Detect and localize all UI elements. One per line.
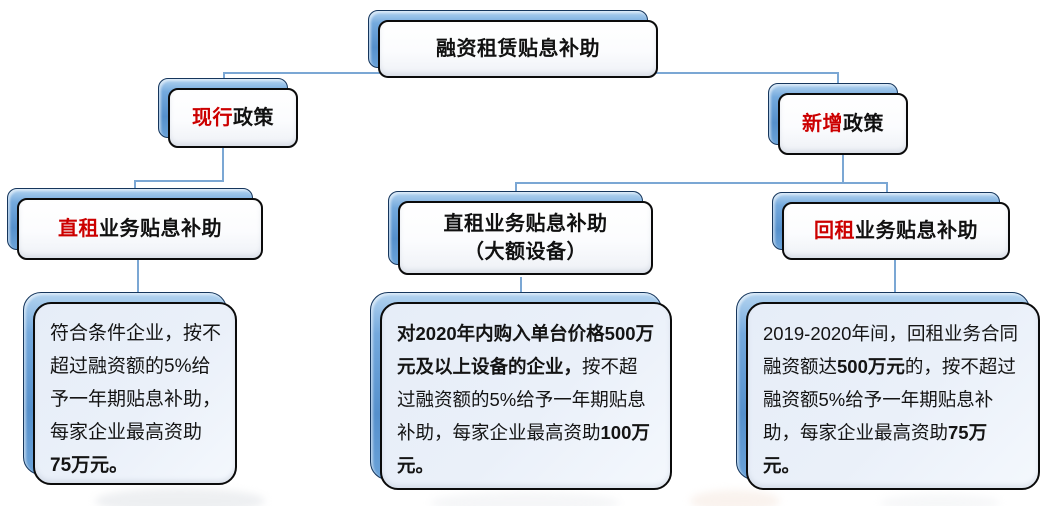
node-face: 回租业务贴息补助 — [782, 202, 1010, 260]
sale-leaseback-label: 回租业务贴息补助 — [814, 217, 978, 245]
connector-leaseback-to-detail — [894, 260, 896, 294]
connector-direct-to-detail — [137, 260, 139, 298]
node-face: 2019-2020年间，回租业务合同融资额达500万元的，按不超过融资额5%给予… — [746, 302, 1040, 490]
node-direct-lease-large: 直租业务贴息补助 （大额设备） — [388, 191, 653, 275]
reflection-shape — [95, 488, 265, 506]
connector-root-to-new — [837, 72, 839, 87]
sale-leaseback-rest: 业务贴息补助 — [855, 220, 978, 242]
connector-large-to-detail — [520, 277, 522, 298]
reflection-shape — [430, 492, 620, 506]
direct-lease-label: 直租业务贴息补助 — [58, 215, 222, 243]
node-direct-lease: 直租业务贴息补助 — [7, 188, 263, 260]
connector-new-down — [842, 155, 844, 184]
node-face: 融资租赁贴息补助 — [378, 20, 658, 78]
connector-current-to-direct — [134, 180, 136, 192]
connector-new-to-large — [515, 182, 517, 195]
new-policy-label: 新增政策 — [802, 110, 884, 138]
reflection-shape — [690, 490, 780, 506]
node-face: 现行政策 — [168, 88, 298, 148]
root-title: 融资租赁贴息补助 — [436, 38, 600, 60]
new-policy-rest: 政策 — [843, 113, 884, 135]
connector-root-to-current — [223, 72, 225, 82]
direct-lease-large-line1: 直租业务贴息补助 — [443, 213, 608, 235]
connector-new-horizontal — [515, 182, 888, 184]
detail-direct-lease: 符合条件企业，按不超过融资额的5%给予一年期贴息补助，每家企业最高资助75万元。 — [23, 292, 237, 485]
detail-direct-lease-large-text: 对2020年内购入单台价格500万元及以上设备的企业，按不超过融资额的5%给予一… — [397, 323, 655, 476]
direct-lease-highlight: 直租 — [58, 218, 99, 240]
node-face: 直租业务贴息补助 （大额设备） — [398, 201, 653, 275]
direct-lease-large-line2: （大额设备） — [464, 241, 587, 263]
node-root: 融资租赁贴息补助 — [368, 10, 658, 78]
current-policy-highlight: 现行 — [192, 107, 233, 129]
node-face: 直租业务贴息补助 — [17, 198, 263, 260]
connector-current-down — [222, 148, 224, 182]
detail-direct-lease-large: 对2020年内购入单台价格500万元及以上设备的企业，按不超过融资额的5%给予一… — [370, 292, 672, 490]
node-sale-leaseback: 回租业务贴息补助 — [772, 192, 1010, 260]
connector-new-to-leaseback — [886, 182, 888, 196]
node-current-policy: 现行政策 — [158, 78, 298, 148]
new-policy-highlight: 新增 — [802, 113, 843, 135]
direct-lease-rest: 业务贴息补助 — [99, 218, 222, 240]
current-policy-label: 现行政策 — [192, 104, 274, 132]
node-new-policy: 新增政策 — [768, 83, 908, 155]
node-face: 新增政策 — [778, 93, 908, 155]
current-policy-rest: 政策 — [233, 107, 274, 129]
detail-sale-leaseback-text: 2019-2020年间，回租业务合同融资额达500万元的，按不超过融资额5%给予… — [763, 323, 1018, 476]
node-face: 对2020年内购入单台价格500万元及以上设备的企业，按不超过融资额的5%给予一… — [380, 302, 672, 490]
detail-sale-leaseback: 2019-2020年间，回租业务合同融资额达500万元的，按不超过融资额5%给予… — [736, 292, 1040, 490]
detail-direct-lease-text: 符合条件企业，按不超过融资额的5%给予一年期贴息补助，每家企业最高资助75万元。 — [50, 323, 222, 476]
reflection-shape — [880, 494, 1000, 506]
node-face: 符合条件企业，按不超过融资额的5%给予一年期贴息补助，每家企业最高资助75万元。 — [33, 302, 237, 485]
connector-current-elbow — [134, 180, 224, 182]
sale-leaseback-highlight: 回租 — [814, 220, 855, 242]
